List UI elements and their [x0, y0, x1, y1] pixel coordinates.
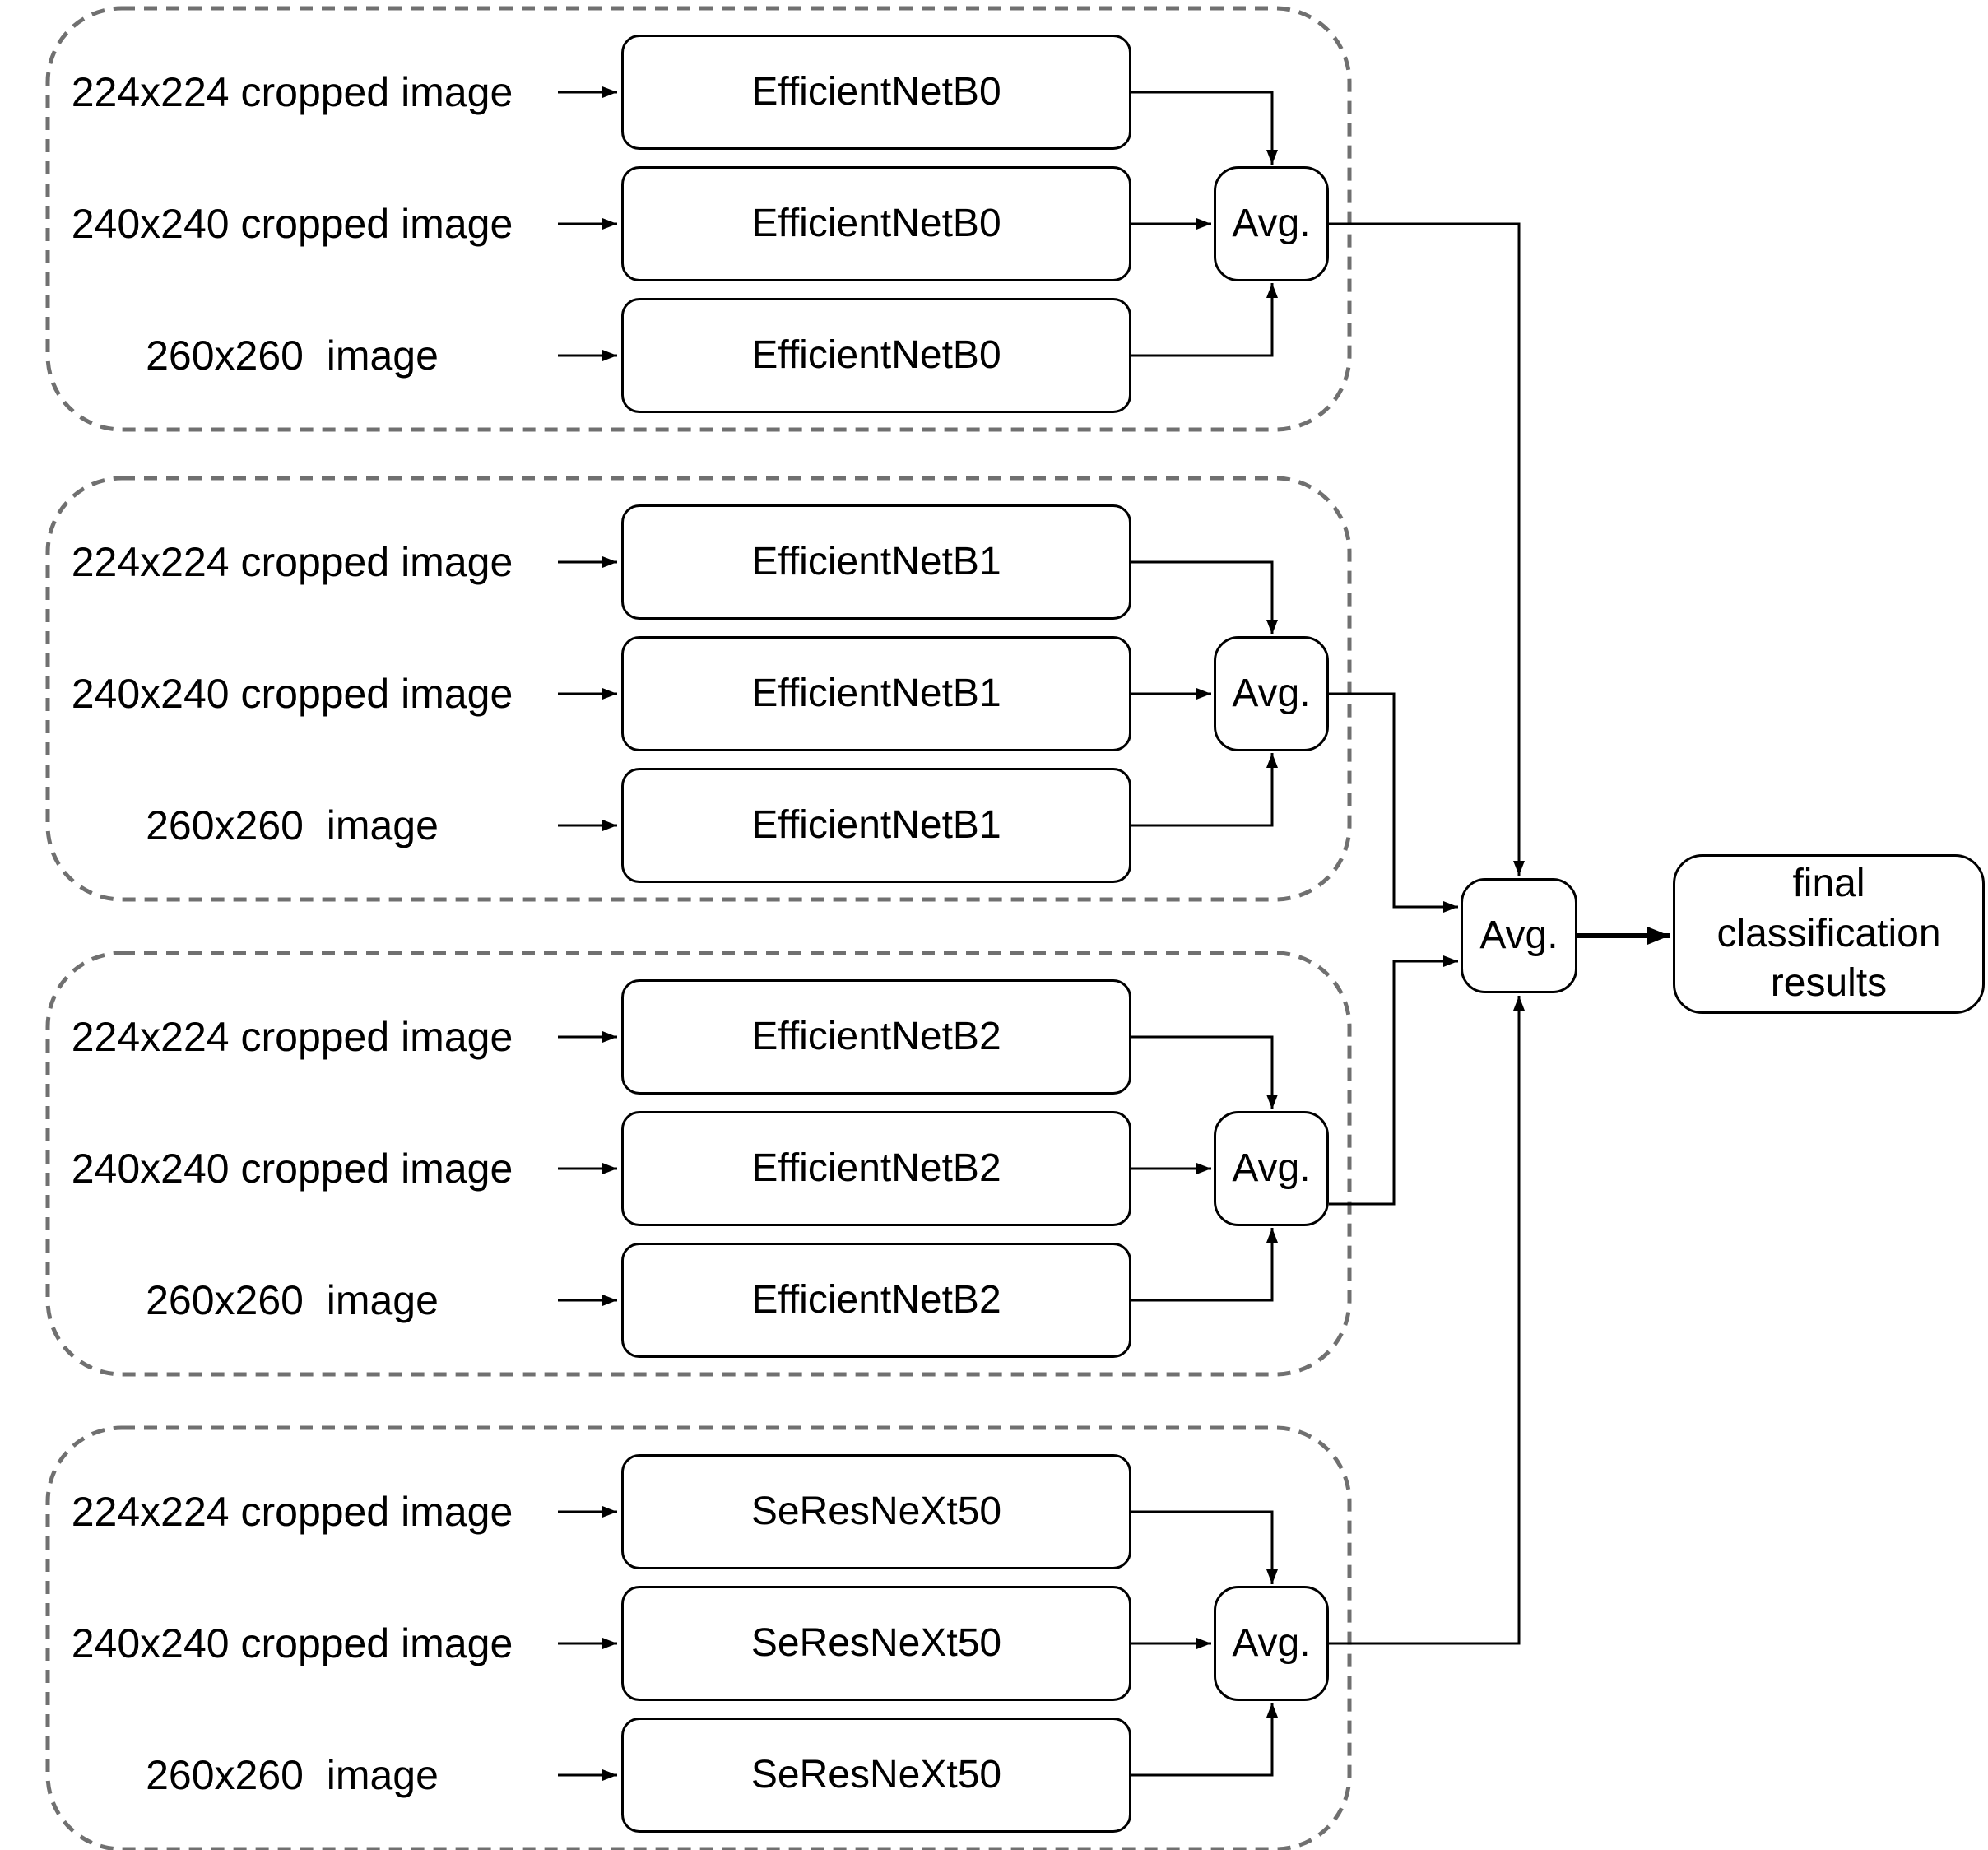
model-node: EfficientNetB0 [621, 35, 1131, 150]
input-label: 240x240 cropped image [71, 671, 513, 717]
input-label: 224x224 cropped image [71, 1014, 513, 1060]
model-node: EfficientNetB2 [621, 1111, 1131, 1226]
input-label: 240x240 cropped image [71, 1620, 513, 1666]
avg-node: Avg. [1214, 1111, 1329, 1226]
input-label: 224x224 cropped image [71, 1489, 513, 1535]
model-node: SeResNeXt50 [621, 1454, 1131, 1569]
input-label: 240x240 cropped image [71, 1146, 513, 1192]
input-label: 224x224 cropped image [71, 69, 513, 115]
input-label: 260x260 image [146, 802, 439, 848]
model-node: EfficientNetB1 [621, 504, 1131, 620]
g1-model3-to-avg [1131, 283, 1278, 357]
g4-model3-to-avg [1131, 1703, 1278, 1777]
g2-model1-to-avg [1131, 560, 1278, 634]
g4-model1-to-avg [1131, 1510, 1278, 1584]
input-label: 240x240 cropped image [71, 201, 513, 247]
model-node: SeResNeXt50 [621, 1718, 1131, 1833]
group-4-border [45, 1425, 1352, 1850]
group-1-border [45, 6, 1352, 432]
avg-node: Avg. [1214, 636, 1329, 751]
group-3-border [45, 951, 1352, 1377]
g3-model3-to-avg [1131, 1228, 1278, 1302]
model-node: EfficientNetB0 [621, 166, 1131, 281]
model-node: EfficientNetB2 [621, 1243, 1131, 1358]
g4-avg-to-final [1329, 996, 1525, 1645]
avg-node: Avg. [1214, 166, 1329, 281]
input-label: 260x260 image [146, 1752, 439, 1798]
final-results-node: final classification results [1673, 854, 1985, 1014]
group-2-border [45, 476, 1352, 902]
g1-avg-to-final [1329, 222, 1525, 876]
final-avg-node: Avg. [1461, 878, 1577, 993]
g3-avg-to-final [1329, 955, 1458, 1206]
g2-avg-to-final [1329, 692, 1458, 913]
model-node: EfficientNetB0 [621, 298, 1131, 413]
avg-node: Avg. [1214, 1586, 1329, 1701]
model-node: SeResNeXt50 [621, 1586, 1131, 1701]
g3-model1-to-avg [1131, 1035, 1278, 1109]
input-label: 260x260 image [146, 332, 439, 379]
input-label: 260x260 image [146, 1277, 439, 1323]
model-node: EfficientNetB2 [621, 979, 1131, 1095]
input-label: 224x224 cropped image [71, 539, 513, 585]
g2-model3-to-avg [1131, 753, 1278, 827]
model-node: EfficientNetB1 [621, 636, 1131, 751]
model-node: EfficientNetB1 [621, 768, 1131, 883]
g1-model1-to-avg [1131, 91, 1278, 165]
